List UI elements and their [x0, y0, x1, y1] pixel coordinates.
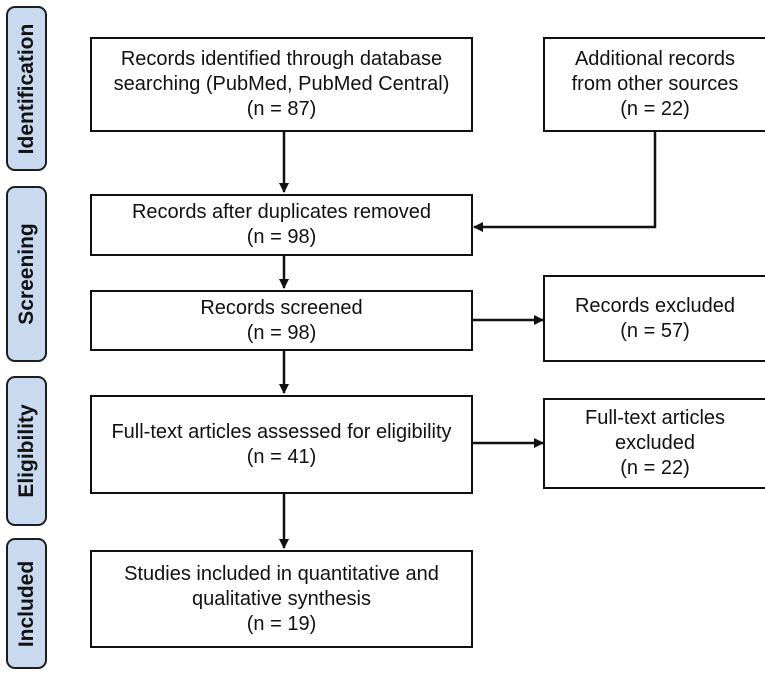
phase-label-included: Included: [14, 560, 38, 647]
phase-included: Included: [6, 538, 47, 669]
box-after-duplicates: Records after duplicates removed (n = 98…: [90, 194, 473, 256]
box-additional-records: Additional records from other sources (n…: [543, 37, 765, 132]
phase-screening: Screening: [6, 186, 47, 362]
box-studies-included: Studies included in quantitative and qua…: [90, 550, 473, 648]
phase-label-screening: Screening: [14, 223, 38, 325]
phase-label-identification: Identification: [14, 23, 38, 154]
phase-identification: Identification: [6, 6, 47, 171]
box-records-screened: Records screened (n = 98): [90, 290, 473, 351]
phase-eligibility: Eligibility: [6, 376, 47, 526]
box-records-excluded: Records excluded (n = 57): [543, 275, 765, 362]
box-fulltext-assessed: Full-text articles assessed for eligibil…: [90, 395, 473, 494]
phase-label-eligibility: Eligibility: [14, 404, 38, 498]
arrow-additional-to-duplicates: [473, 131, 657, 232]
box-records-identified: Records identified through database sear…: [90, 37, 473, 132]
box-fulltext-excluded: Full-text articles excluded (n = 22): [543, 398, 765, 489]
